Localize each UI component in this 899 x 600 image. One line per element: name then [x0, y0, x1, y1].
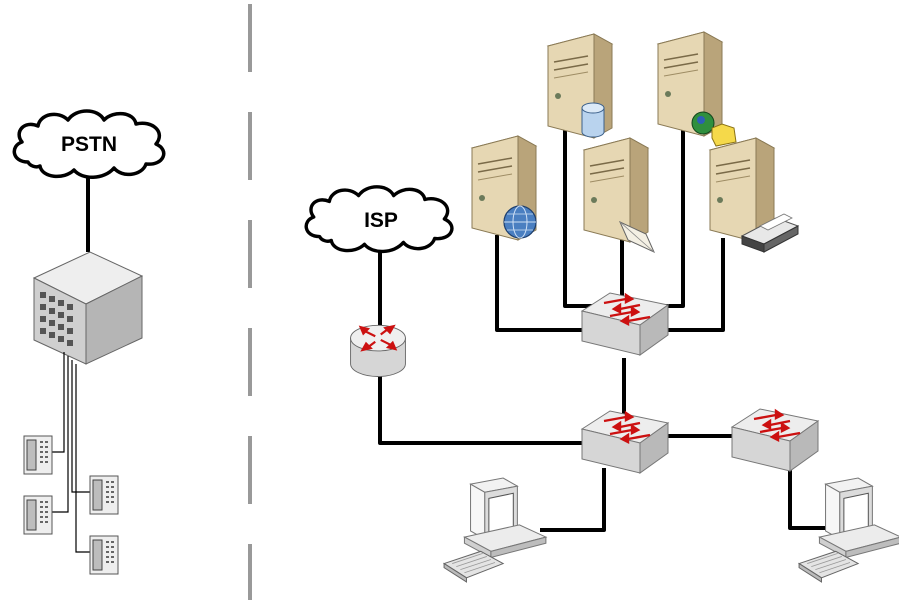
phone-wires — [46, 352, 92, 553]
telephone-icon — [23, 435, 53, 475]
switch-icon — [580, 409, 670, 475]
server-icon — [583, 137, 649, 243]
pbx-icon — [32, 251, 144, 365]
printer-icon — [740, 213, 800, 253]
mail-server — [583, 137, 655, 254]
isp-cloud: ISP — [304, 185, 454, 254]
pstn-label: PSTN — [61, 133, 117, 156]
isp-label: ISP — [364, 209, 398, 232]
workstation-icon — [443, 477, 547, 583]
network-links — [378, 122, 830, 532]
telephone-icon — [89, 475, 119, 515]
telephone-icon — [23, 495, 53, 535]
print-server — [709, 137, 800, 253]
database-icon — [581, 102, 605, 138]
web-server — [471, 135, 537, 241]
telephone-icon — [89, 535, 119, 575]
switch-icon — [580, 291, 670, 357]
database-server — [547, 33, 613, 139]
file-server — [657, 31, 737, 147]
mail-icon — [619, 220, 655, 254]
switch-icon — [730, 407, 820, 473]
globe-icon — [503, 205, 537, 239]
router-icon — [349, 324, 407, 378]
pstn-cloud: PSTN — [12, 109, 166, 180]
globe-folder-icon — [691, 111, 737, 147]
